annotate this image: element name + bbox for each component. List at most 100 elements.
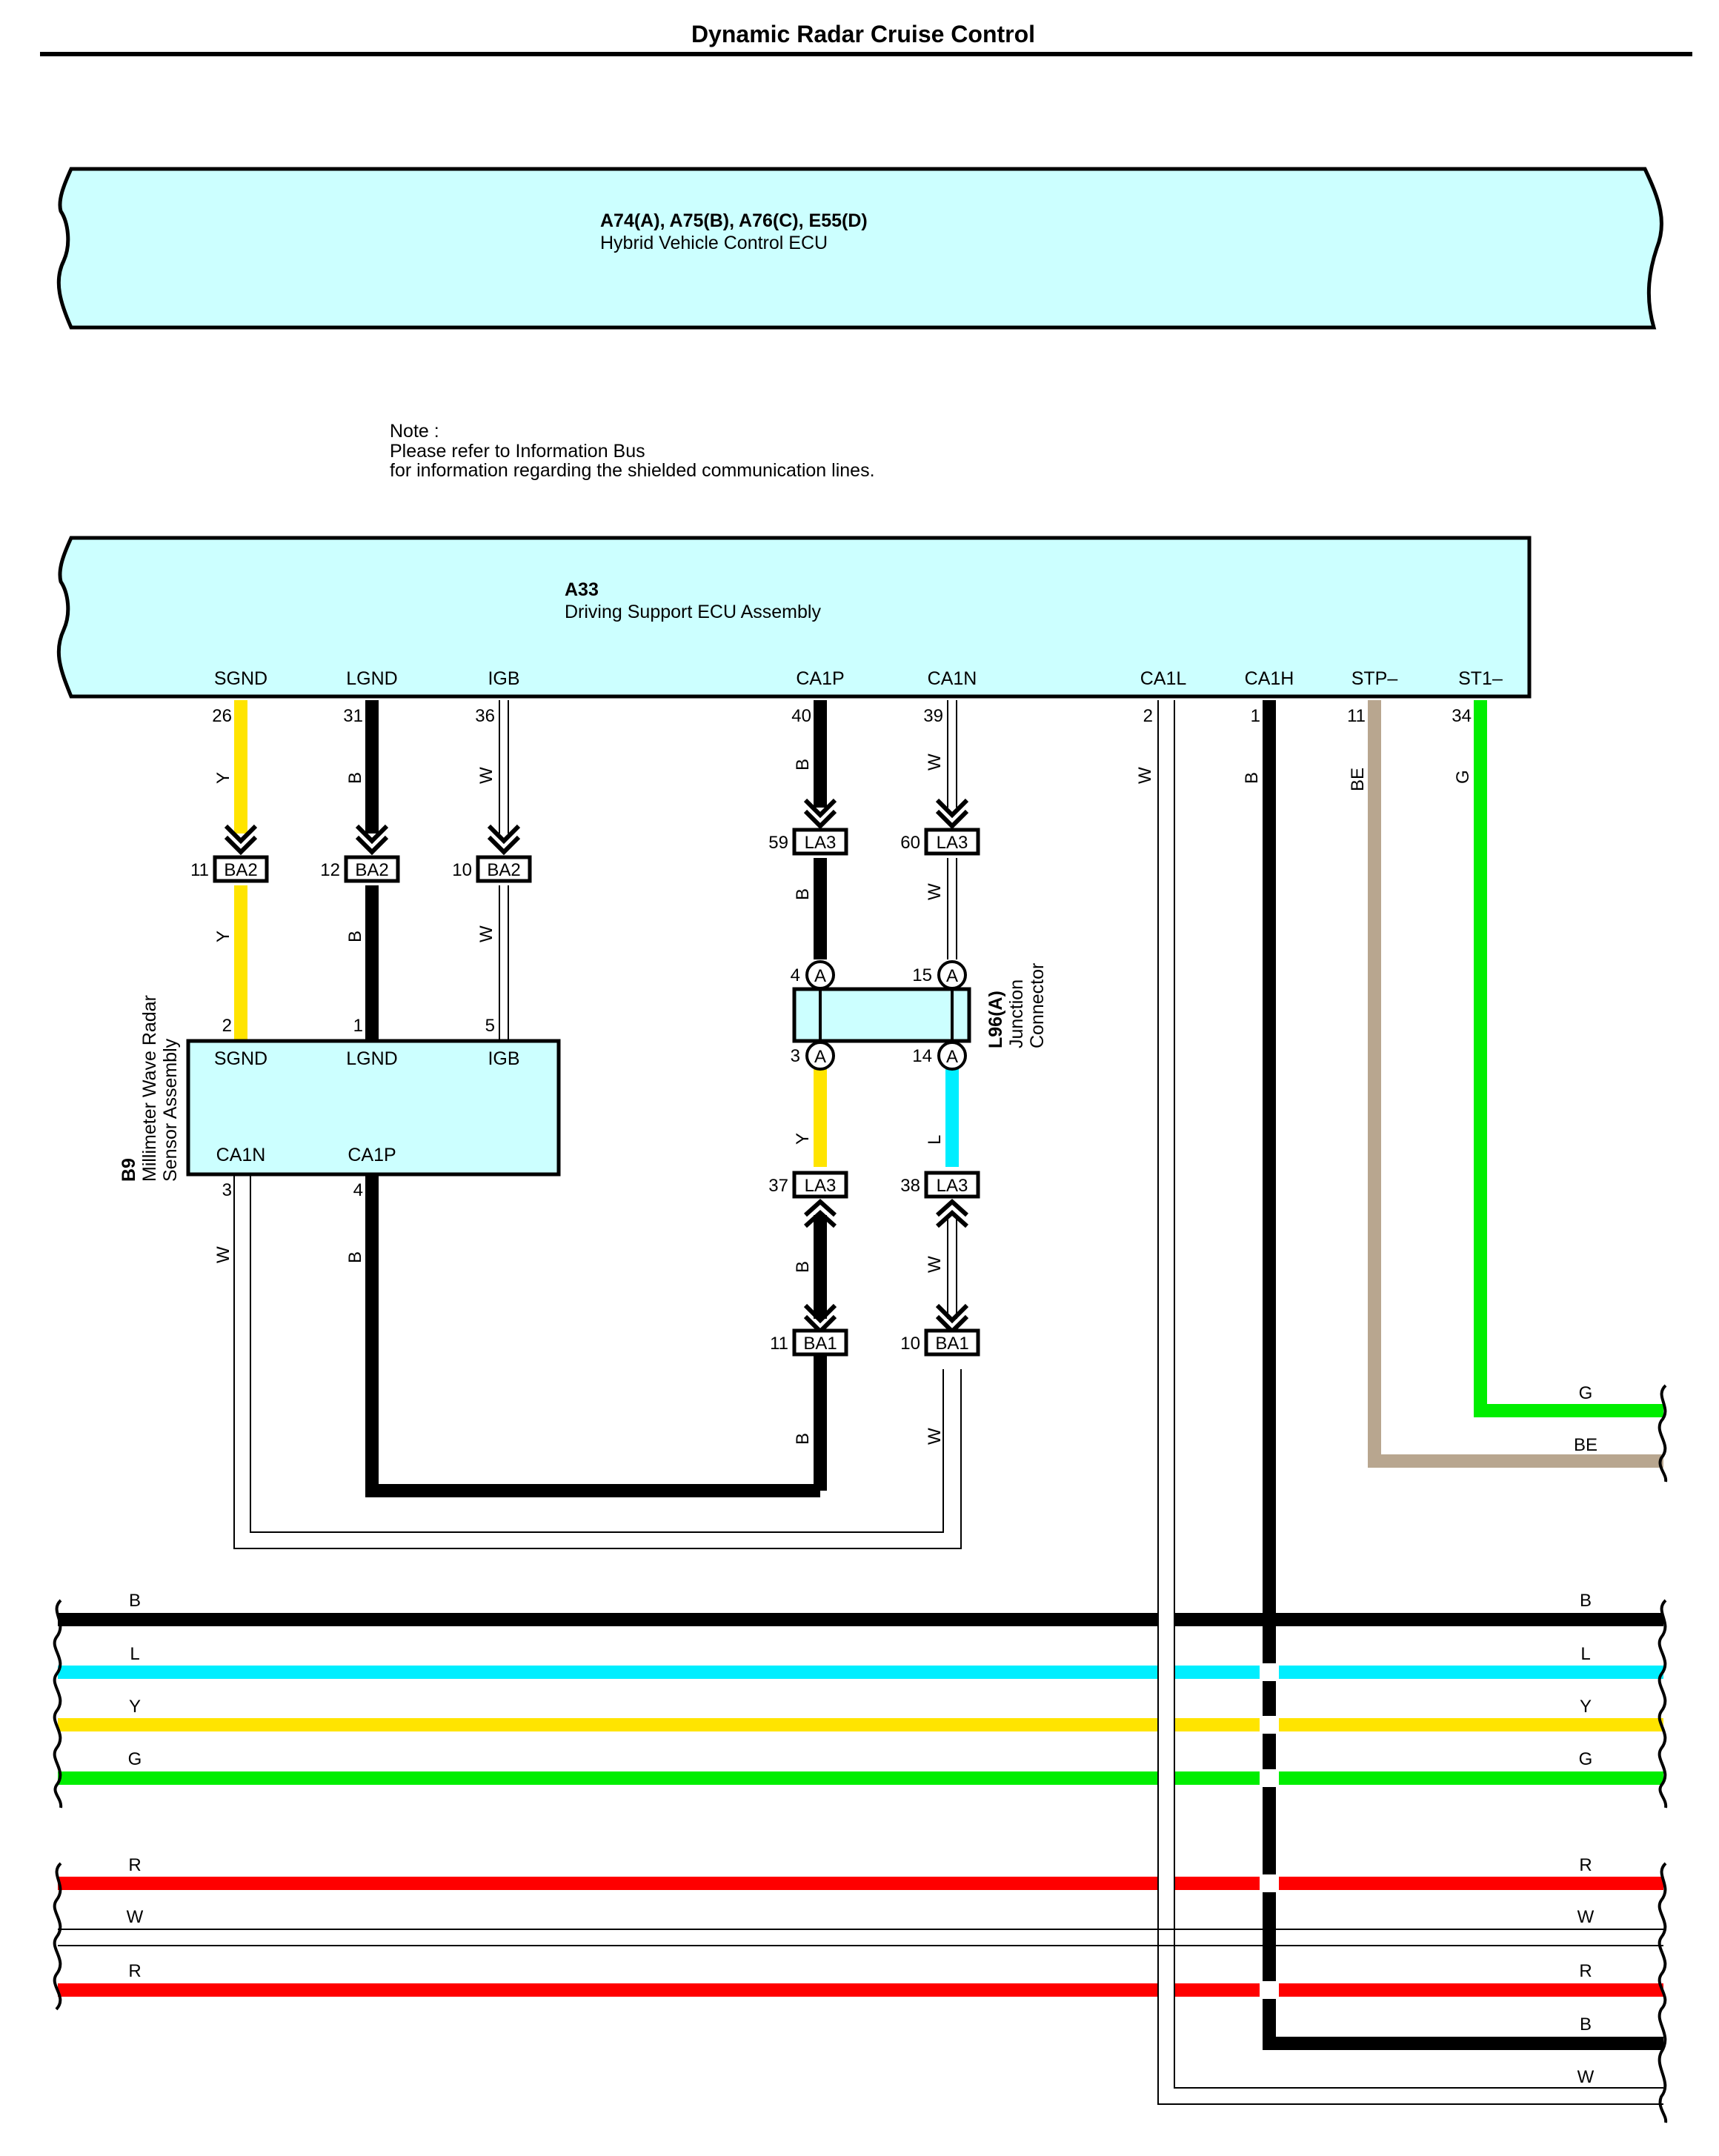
ecu-pin-num-26: 26: [212, 706, 232, 726]
connector-pin: 38: [900, 1176, 920, 1196]
connector-box: [476, 855, 532, 883]
connector-ba1-11: BA1 11: [770, 1303, 848, 1357]
sensor-pin-label-ca1p: CA1P: [348, 1145, 396, 1165]
ecu-pin-num-40: 40: [791, 706, 811, 726]
wire-ca1h: [1263, 700, 1663, 2050]
ecu-pin-num-2: 2: [1143, 706, 1153, 726]
wire-color-la3-60: W: [925, 883, 945, 900]
arrow-icon: [935, 1303, 969, 1335]
cross-gap-ca1h-r2: [1260, 1981, 1279, 1999]
sensor-pin-label-igb: IGB: [488, 1048, 519, 1069]
wire-color-ca1n: W: [925, 753, 945, 771]
arrow-icon: [803, 798, 837, 830]
sensor-pin-num-2: 2: [222, 1016, 232, 1036]
connector-pin: 11: [770, 1334, 788, 1354]
junction-pin-bottom-right: 14: [912, 1046, 932, 1066]
bus-label-right-g: G: [1579, 1749, 1593, 1769]
connector-name: BA2: [355, 860, 388, 880]
connector-name: LA3: [805, 833, 837, 853]
sensor-pin-label-lgnd: LGND: [346, 1048, 397, 1069]
note-line-1: Note :: [390, 421, 439, 442]
bus-lines: [58, 1608, 1663, 2000]
connector-box: [924, 1328, 980, 1357]
wire-color-la3-37-below: B: [793, 1261, 813, 1273]
break-marks: [53, 1384, 1668, 2123]
sensor-name-2: Sensor Assembly: [160, 1038, 181, 1182]
title-rule: [40, 52, 1692, 56]
connector-pin: 10: [900, 1334, 920, 1354]
connector-name: LA3: [937, 833, 968, 853]
driving-ecu-name: Driving Support ECU Assembly: [565, 602, 821, 622]
wire-color-ba2-12: B: [345, 931, 365, 942]
connectors: BA2 11 BA2 12 BA2 10 LA3 59 LA3 60: [190, 798, 980, 1357]
wire-color-igb: W: [476, 767, 496, 784]
wire-stp: [1368, 700, 1663, 1468]
sensor-pin-num-5: 5: [485, 1016, 495, 1036]
connector-name: BA2: [224, 860, 257, 880]
cross-gap-ca1h-y: [1260, 1716, 1279, 1734]
hv-ecu-name: Hybrid Vehicle Control ECU: [600, 233, 828, 253]
wire-ca1l-outer: [1157, 700, 1663, 2105]
ecu-pin-num-31: 31: [343, 706, 363, 726]
bus-labels-right: B L Y G R W R B W: [1577, 1591, 1595, 2087]
junction-marker-top-left: [805, 960, 835, 990]
bus-label-right-b: B: [1580, 1591, 1592, 1611]
exit-label-be: BE: [1574, 1435, 1597, 1455]
cross-gap-ca1l-l: [1158, 1663, 1174, 1681]
junction-box: [792, 987, 971, 1043]
junction-marker-text: A: [814, 1047, 826, 1067]
cross-gap-ca1l-b: [1158, 1611, 1174, 1628]
connector-pin: 60: [900, 833, 920, 853]
driving-ecu-block: A33 Driving Support ECU Assembly SGND LG…: [56, 536, 1532, 699]
note-line-3: for information regarding the shielded c…: [390, 460, 875, 481]
junction-marker-text: A: [814, 966, 826, 986]
bus-label-right-w2: W: [1577, 2067, 1595, 2087]
wire-color-ba1-11: B: [793, 1433, 813, 1445]
note-block: Note : Please refer to Information Bus f…: [390, 421, 875, 481]
bus-label-left-r1: R: [128, 1855, 141, 1875]
page-title: Dynamic Radar Cruise Control: [691, 21, 1036, 47]
wire-color-stp: BE: [1348, 768, 1368, 791]
connector-name: BA1: [803, 1334, 837, 1354]
junction-name-2: Connector: [1027, 963, 1048, 1048]
pin-label-stp: STP–: [1351, 668, 1398, 689]
wire-sensor-ca1p-loop: [365, 1174, 820, 1497]
sensor-pin-num-4: 4: [353, 1180, 363, 1200]
junction-marker-text: A: [946, 1047, 958, 1067]
connector-la3-59: LA3 59: [768, 798, 848, 856]
break-right-2: [1658, 1862, 1668, 2123]
pin-label-ca1h: CA1H: [1245, 668, 1294, 689]
bus-label-left-l: L: [130, 1644, 139, 1664]
pin-label-st1: ST1–: [1458, 668, 1503, 689]
wire-sensor-ca1n-loop-inner: [250, 1174, 944, 1533]
connector-ba1-10: BA1 10: [900, 1303, 980, 1357]
wire-color-lgnd: B: [345, 772, 365, 784]
sensor-pin-num-3: 3: [222, 1180, 232, 1200]
sensor-wire-color-3: W: [213, 1246, 233, 1263]
cross-gap-ca1l-r1: [1158, 1874, 1174, 1892]
connector-pin: 11: [190, 860, 209, 880]
note-line-2: Please refer to Information Bus: [390, 441, 645, 462]
junction-marker-bottom-right: [937, 1041, 967, 1071]
junction-marker-text: A: [946, 966, 958, 986]
junction-pin-top-right: 15: [912, 965, 932, 985]
connector-ba2-12: BA2 12: [320, 824, 400, 883]
connector-box: [924, 1171, 980, 1199]
wire-color-ca1l: W: [1135, 767, 1155, 784]
pin-label-sgnd: SGND: [214, 668, 267, 689]
wire-color-st1: G: [1453, 770, 1473, 784]
sensor-pin-label-ca1n: CA1N: [216, 1145, 266, 1165]
wire-color-ba2-11: Y: [213, 931, 233, 942]
connector-name: LA3: [805, 1176, 837, 1196]
arrow-icon: [487, 824, 521, 856]
wire-color-ca1h: B: [1242, 772, 1262, 784]
bus-label-left-r2: R: [128, 1961, 141, 1981]
cross-gap-ca1h-r1: [1260, 1874, 1279, 1892]
wire-color-ba1-10: W: [925, 1428, 945, 1445]
sensor-wire-color-4: B: [345, 1251, 365, 1263]
connector-la3-37: LA3 37: [768, 1171, 848, 1228]
bus-label-left-y: Y: [129, 1697, 141, 1717]
connector-box: [924, 828, 980, 856]
arrow-icon: [935, 798, 969, 830]
wire-st1: [1474, 700, 1663, 1417]
